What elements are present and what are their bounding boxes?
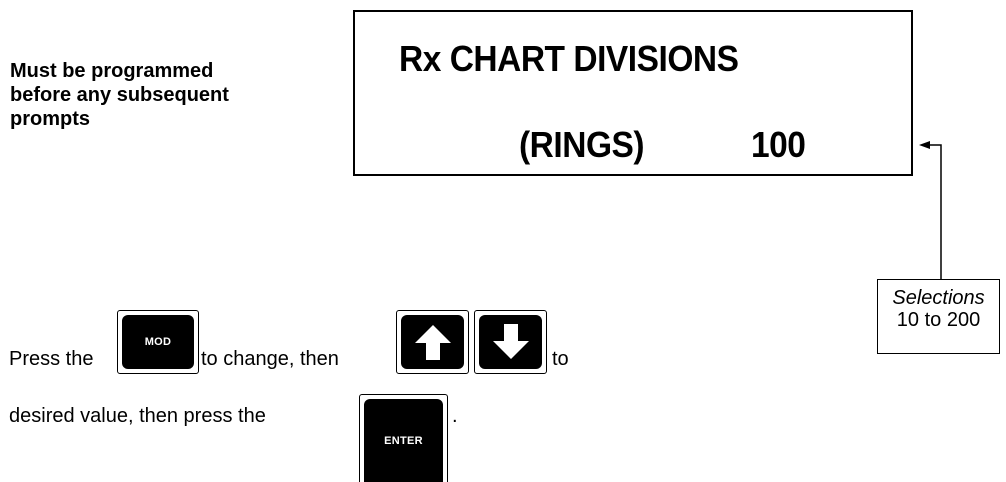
note-line-2: before any subsequent xyxy=(10,84,229,106)
down-key[interactable] xyxy=(474,310,547,374)
mod-key[interactable]: MOD xyxy=(117,310,199,374)
enter-key-label: ENTER xyxy=(364,399,443,482)
lcd-display: Rx CHART DIVISIONS (RINGS) 100 xyxy=(353,10,913,176)
instruction-press-the: Press the xyxy=(9,348,94,370)
display-value: 100 xyxy=(751,124,806,165)
instruction-to: to xyxy=(552,348,569,370)
display-title: Rx CHART DIVISIONS xyxy=(399,38,739,79)
up-key[interactable] xyxy=(396,310,469,374)
enter-key[interactable]: ENTER xyxy=(359,394,448,482)
note-line-1: Must be programmed xyxy=(10,60,214,82)
programming-note: Must be programmed before any subsequent… xyxy=(10,59,330,131)
note-line-3: prompts xyxy=(10,108,90,130)
display-label: (RINGS) xyxy=(519,124,645,165)
callout-line-1: Selections xyxy=(892,287,985,309)
leader-arrowhead-icon xyxy=(919,141,930,149)
callout-line-2: 10 to 200 xyxy=(896,309,981,331)
down-arrow-icon xyxy=(492,324,529,359)
up-arrow-icon xyxy=(414,325,451,360)
instruction-to-change: to change, then xyxy=(201,348,339,370)
mod-key-label: MOD xyxy=(122,315,194,369)
instruction-period: . xyxy=(452,405,458,427)
selections-callout: Selections 10 to 200 xyxy=(877,279,1000,354)
instruction-desired-value: desired value, then press the xyxy=(9,405,266,427)
